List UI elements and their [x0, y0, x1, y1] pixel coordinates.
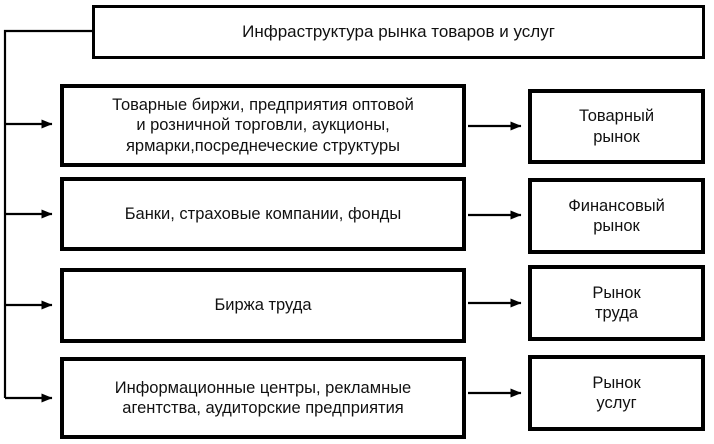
market-node-financial: Финансовый рынок [528, 178, 705, 254]
component-node-label: Товарные биржи, предприятия оптовой и ро… [112, 96, 414, 155]
market-node-label: Товарный рынок [578, 107, 655, 146]
root-node-infrastructure: Инфраструктура рынка товаров и услуг [92, 5, 705, 59]
market-node-labor: Рынок труда [528, 265, 705, 341]
root-node-label: Инфраструктура рынка товаров и услуг [242, 21, 555, 41]
market-node-label: Финансовый рынок [568, 196, 665, 235]
market-node-label: Рынок труда [592, 283, 641, 322]
market-node-label: Рынок услуг [592, 373, 641, 412]
component-node-commodity: Товарные биржи, предприятия оптовой и ро… [60, 84, 466, 167]
market-node-services: Рынок услуг [528, 355, 705, 431]
component-node-financial: Банки, страховые компании, фонды [60, 177, 466, 251]
component-node-services: Информационные центры, рекламные агентст… [60, 357, 466, 439]
market-node-commodity: Товарный рынок [528, 89, 705, 164]
component-node-labor: Биржа труда [60, 268, 466, 343]
component-node-label: Информационные центры, рекламные агентст… [114, 378, 412, 417]
component-node-label: Биржа труда [214, 296, 312, 315]
component-node-label: Банки, страховые компании, фонды [124, 204, 402, 223]
